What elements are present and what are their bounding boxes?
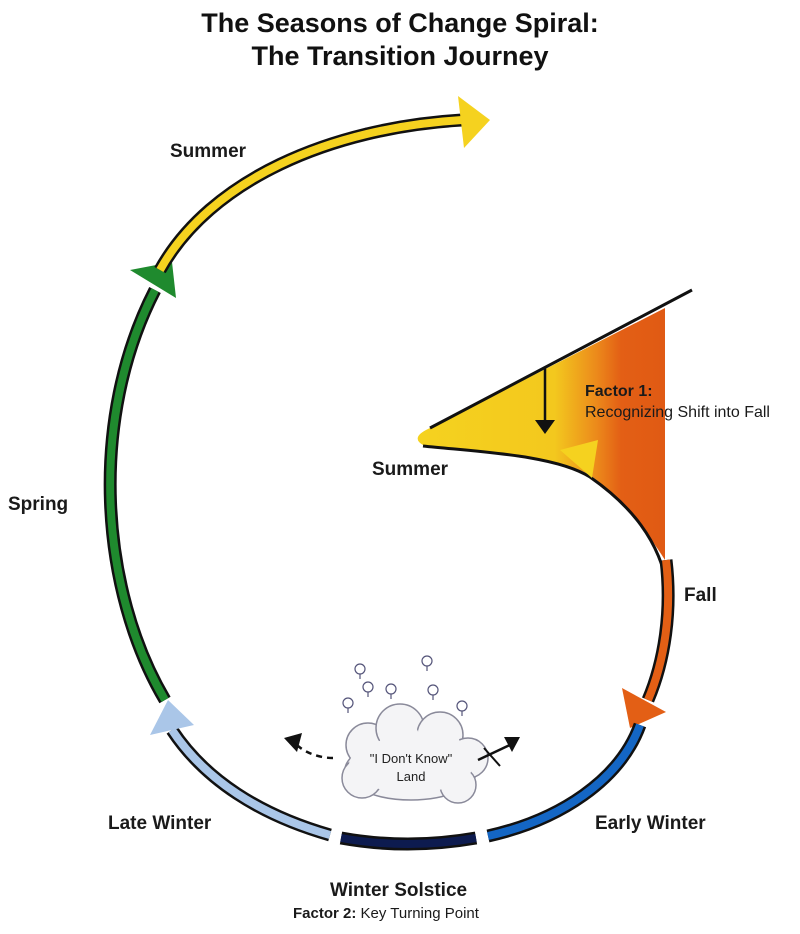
summer-inner-arrowhead xyxy=(560,440,598,478)
label-factor1-text: Recognizing Shift into Fall xyxy=(585,404,770,421)
factor1-wedge xyxy=(417,308,665,560)
label-spring: Spring xyxy=(8,494,69,515)
wedge-bottom-curve xyxy=(422,444,670,591)
factor2-text: Key Turning Point xyxy=(360,905,479,922)
blocked-x-mark xyxy=(483,747,501,767)
label-summer-inner: Summer xyxy=(372,459,449,480)
factor1-down-arrowhead xyxy=(535,420,555,434)
cloud-left-dashed-arrow xyxy=(297,745,334,760)
label-early-winter: Early Winter xyxy=(595,813,706,834)
factor2-bold: Factor 2: xyxy=(293,905,357,922)
question-bulb-icons xyxy=(342,655,468,716)
label-factor1-bold: Factor 1: xyxy=(585,383,653,400)
wedge-top-line xyxy=(429,288,693,430)
label-winter-solstice: Winter Solstice xyxy=(330,880,468,901)
label-summer-outer: Summer xyxy=(170,141,247,162)
cloud-right-arrow xyxy=(477,742,513,762)
cloud-text-line1: "I Don't Know" xyxy=(369,751,453,766)
late-winter-arrowhead xyxy=(150,700,194,735)
cloud-text-line2: Land xyxy=(396,769,426,784)
label-factor2: Factor 2: Key Turning Point xyxy=(293,905,479,922)
label-late-winter: Late Winter xyxy=(108,813,212,834)
fall-arrowhead xyxy=(622,688,666,728)
label-fall: Fall xyxy=(684,585,717,606)
diagram-title-line1: The Seasons of Change Spiral: xyxy=(201,8,599,38)
diagram-title-line2: The Transition Journey xyxy=(251,41,549,71)
summer-outer-arrowhead xyxy=(458,96,490,148)
